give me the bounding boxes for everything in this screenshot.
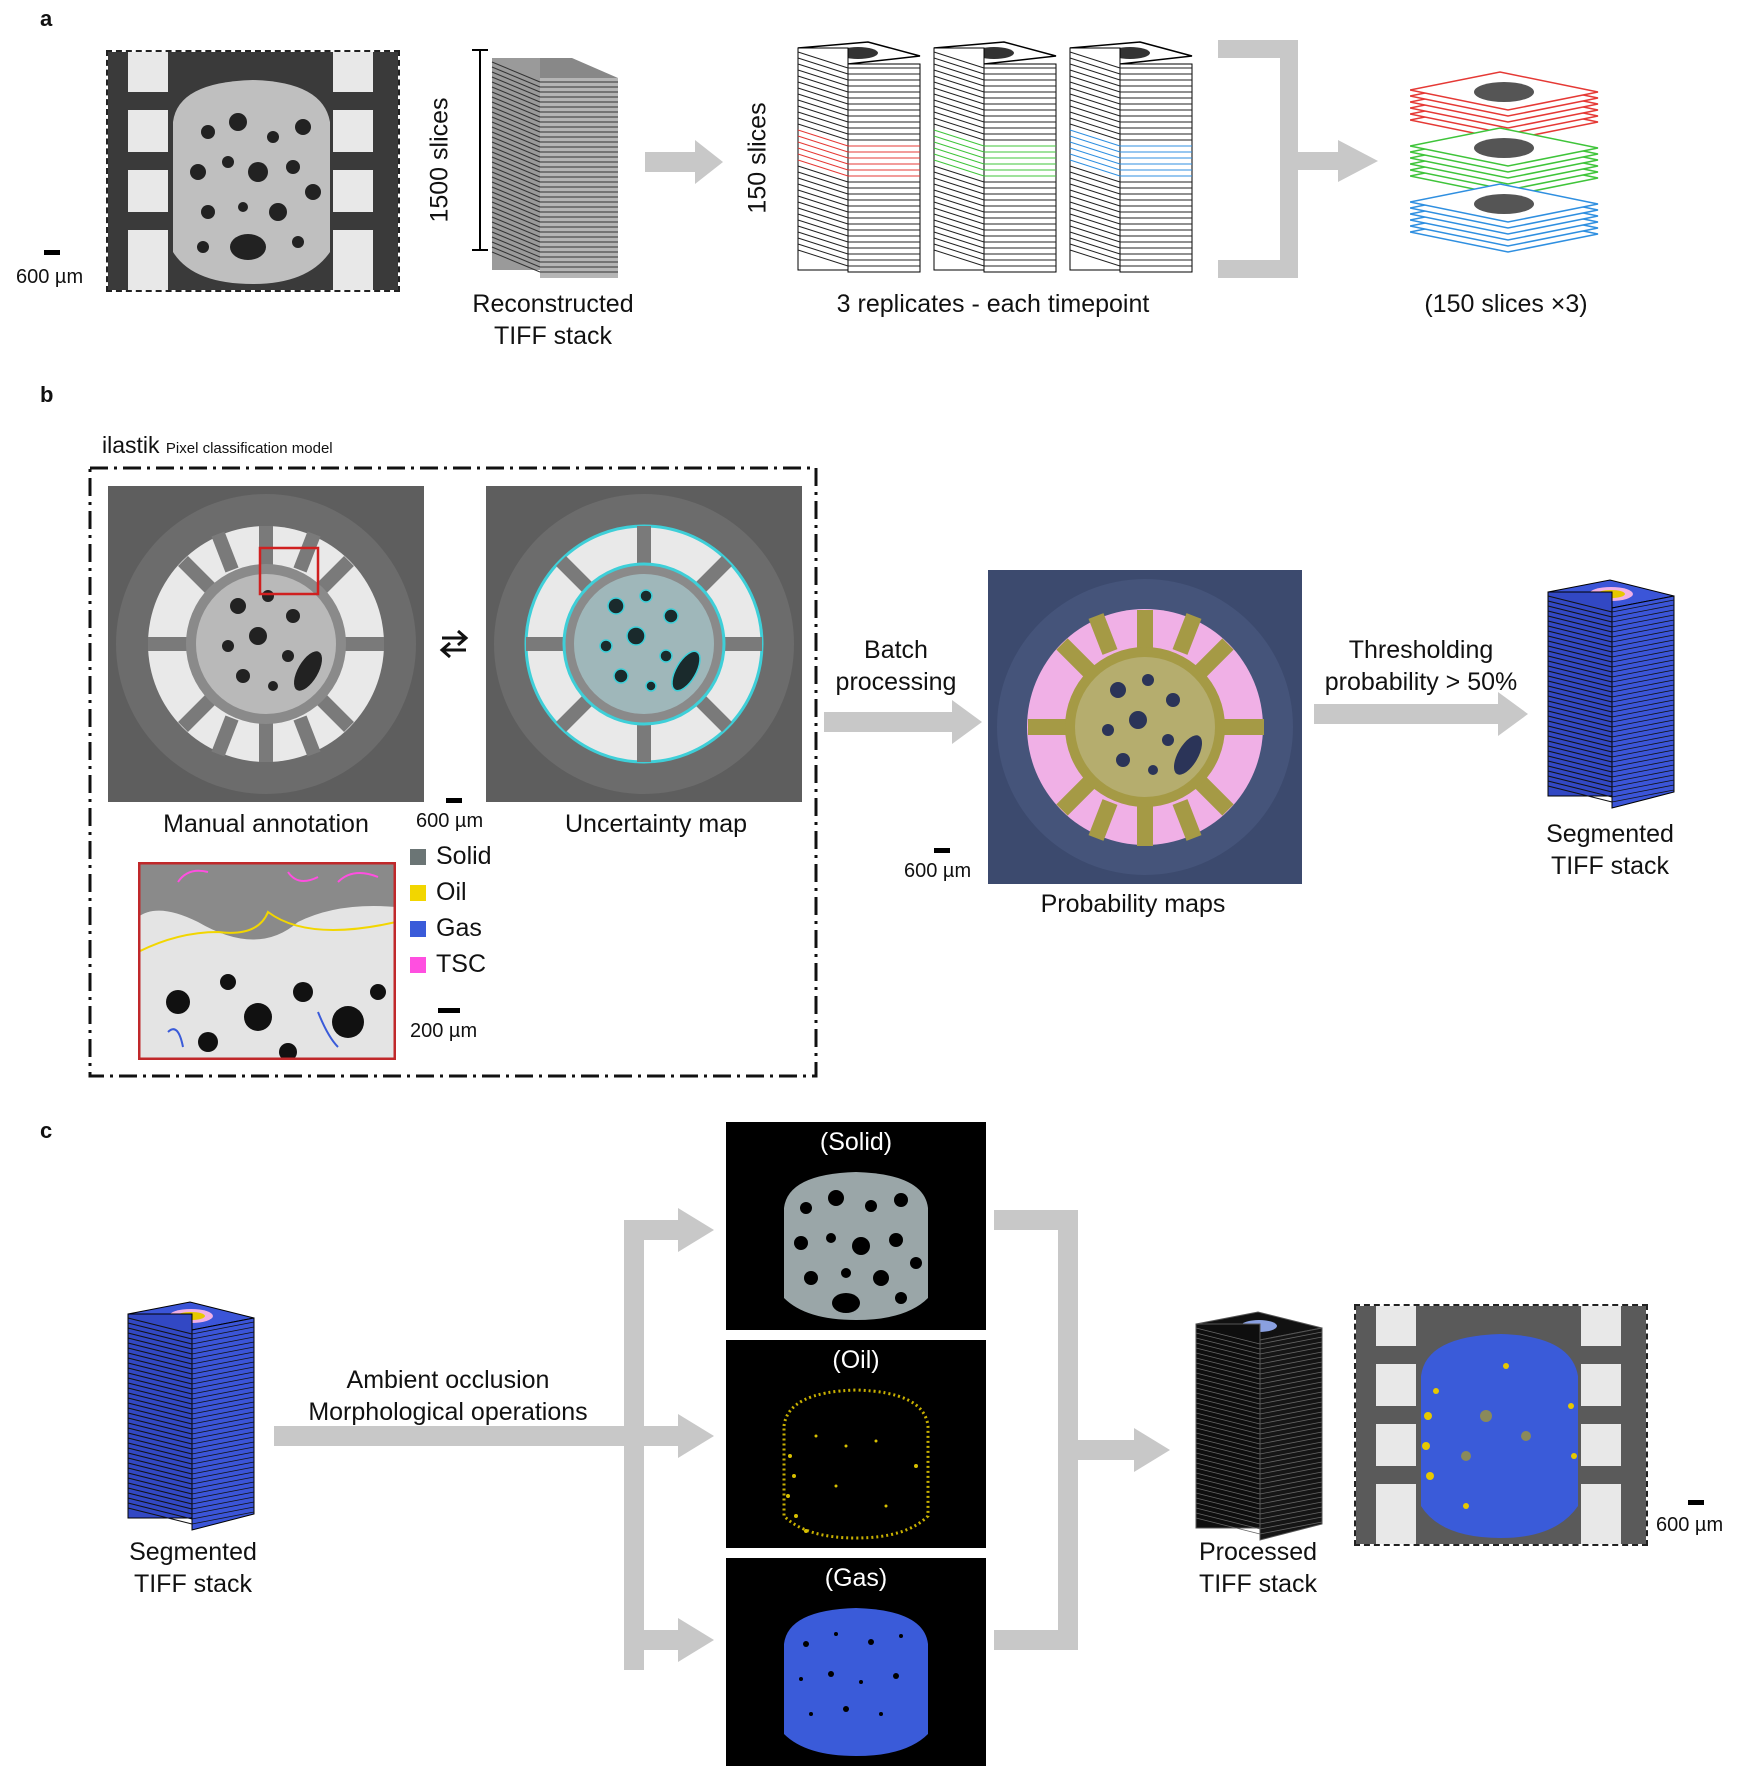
combined-caption: (150 slices ×3) [1424, 290, 1588, 318]
oil-phase-image: (Oil) [726, 1340, 986, 1548]
replicate-height-label: 150 slices [743, 102, 772, 214]
oil-phase-graphic [782, 1388, 930, 1540]
panel-label-a: a [40, 6, 53, 31]
reconstructed-caption-2: TIFF stack [493, 322, 613, 350]
panel-label-b: b [40, 382, 54, 407]
final-overlay-image [1354, 1304, 1648, 1546]
gas-phase-label: (Gas) [824, 1564, 888, 1592]
reconstructed-caption-1: Reconstructed [472, 290, 634, 318]
ilastik-title: ilastik Pixel classification model [102, 432, 333, 459]
ops-label-1: Ambient occlusion [346, 1366, 550, 1394]
segmented-label-c1: Segmented [129, 1538, 257, 1566]
replicate-stacks [797, 41, 1193, 273]
batch-label-2: processing [835, 668, 957, 696]
tool-subtitle: Pixel classification model [165, 440, 333, 457]
combined-stacks [1410, 71, 1599, 253]
processed-stack [1195, 1311, 1323, 1541]
legend-label: Solid [436, 842, 492, 870]
replicate-stack [933, 41, 1057, 273]
replicates-caption: 3 replicates - each timepoint [836, 290, 1150, 318]
oil-phase-label: (Oil) [832, 1346, 880, 1374]
panel-label-c: c [40, 1118, 53, 1143]
legend-label: TSC [436, 950, 486, 978]
uncertainty-map-label: Uncertainty map [564, 810, 748, 838]
combined-slab [1410, 183, 1599, 253]
tool-name: ilastik [102, 432, 160, 458]
segmented-label-c2: TIFF stack [133, 1570, 253, 1598]
threshold-label-2: probability > 50% [1324, 668, 1518, 696]
ops-label-2: Morphological operations [308, 1398, 588, 1426]
legend-label: Oil [436, 878, 467, 906]
arrow-right-icon [1314, 692, 1528, 736]
combined-slab [1410, 127, 1599, 197]
probability-maps-label: Probability maps [1040, 890, 1226, 918]
legend-item-tsc: TSC [410, 950, 486, 979]
legend-swatch [410, 848, 426, 865]
legend-item-gas: Gas [410, 914, 482, 943]
probability-map-image [988, 570, 1302, 884]
prob-scale-label: 600 µm [904, 860, 972, 882]
legend-item-solid: Solid [410, 842, 492, 871]
processed-label-2: TIFF stack [1198, 1570, 1318, 1598]
scale-bar [438, 1008, 460, 1013]
legend-item-oil: Oil [410, 878, 467, 907]
replicate-stack [797, 41, 921, 273]
combined-slab [1410, 71, 1599, 141]
segmented-stack-b [1547, 579, 1675, 809]
scale-label-c: 600 µm [1656, 1514, 1724, 1536]
split-arrows [274, 1208, 714, 1670]
merge-bracket [1218, 40, 1378, 278]
solid-phase-image: (Solid) [726, 1122, 986, 1330]
threshold-label-1: Thresholding [1348, 636, 1494, 664]
solid-phase-graphic [784, 1172, 928, 1320]
ct-slice-image [106, 50, 400, 292]
segmented-stack-c [127, 1301, 255, 1531]
swap-arrows-icon [439, 629, 469, 659]
uncertainty-map-image [486, 486, 802, 802]
solid-phase-label: (Solid) [819, 1128, 893, 1156]
reconstructed-stack [472, 49, 618, 278]
stack-height-label: 1500 slices [425, 97, 454, 223]
manual-annotation-label: Manual annotation [163, 810, 369, 838]
merge-bracket-c [994, 1210, 1170, 1650]
segmented-label-b2: TIFF stack [1550, 852, 1670, 880]
inset-scale-label: 200 µm [410, 1020, 478, 1042]
annotation-inset [138, 862, 396, 1060]
legend-swatch [410, 884, 426, 901]
batch-label-1: Batch [864, 636, 928, 664]
ilastik-frame [88, 466, 818, 1078]
scale-bar [446, 798, 462, 803]
legend-label: Gas [436, 914, 482, 942]
legend-swatch [410, 956, 426, 973]
scale-bar [44, 250, 60, 255]
final-overlay-graphic [1356, 1306, 1646, 1544]
scale-bar [934, 848, 950, 853]
arrow-right-icon [645, 140, 723, 184]
replicate-stack [1069, 41, 1193, 273]
gas-phase-image: (Gas) [726, 1558, 986, 1766]
processed-label-1: Processed [1198, 1538, 1318, 1566]
segmented-label-b1: Segmented [1546, 820, 1674, 848]
gas-phase-graphic [784, 1608, 928, 1756]
scale-label-a: 600 µm [16, 266, 84, 288]
scale-bar [1688, 1500, 1704, 1505]
ct-slice-graphic [108, 52, 398, 290]
arrow-right-icon [824, 700, 982, 744]
scale-label-b: 600 µm [416, 810, 484, 832]
manual-annotation-image [108, 486, 424, 802]
legend-swatch [410, 920, 426, 937]
